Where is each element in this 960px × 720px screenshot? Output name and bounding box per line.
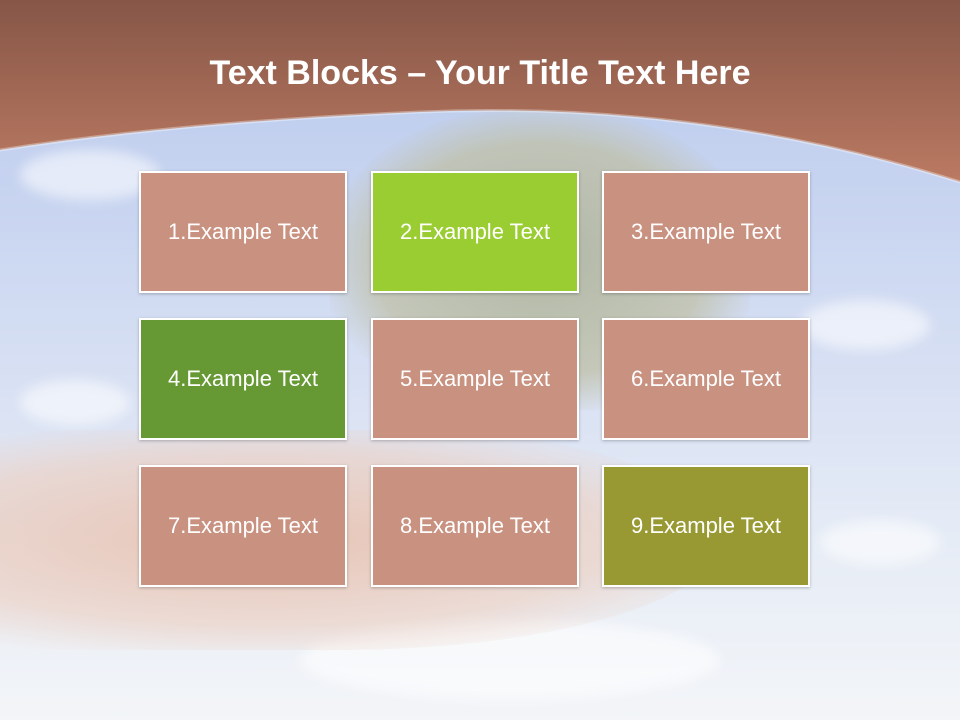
text-block-4[interactable]: 4.Example Text (139, 318, 347, 440)
cloud (20, 150, 160, 200)
title-rest: – Your Title Text Here (397, 54, 751, 92)
text-block-6[interactable]: 6.Example Text (602, 318, 810, 440)
text-block-7[interactable]: 7.Example Text (139, 465, 347, 587)
text-block-5[interactable]: 5.Example Text (371, 318, 579, 440)
text-block-2[interactable]: 2.Example Text (371, 171, 579, 293)
hand-image (0, 430, 720, 650)
text-block-9[interactable]: 9.Example Text (602, 465, 810, 587)
slide-title: Text Blocks – Your Title Text Here (0, 54, 960, 93)
text-block-8[interactable]: 8.Example Text (371, 465, 579, 587)
cloud (800, 300, 930, 350)
text-block-1[interactable]: 1.Example Text (139, 171, 347, 293)
cloud (820, 520, 940, 565)
cloud (20, 380, 130, 425)
text-block-3[interactable]: 3.Example Text (602, 171, 810, 293)
title-bold: Text Blocks (209, 54, 398, 92)
header-band (0, 0, 960, 184)
